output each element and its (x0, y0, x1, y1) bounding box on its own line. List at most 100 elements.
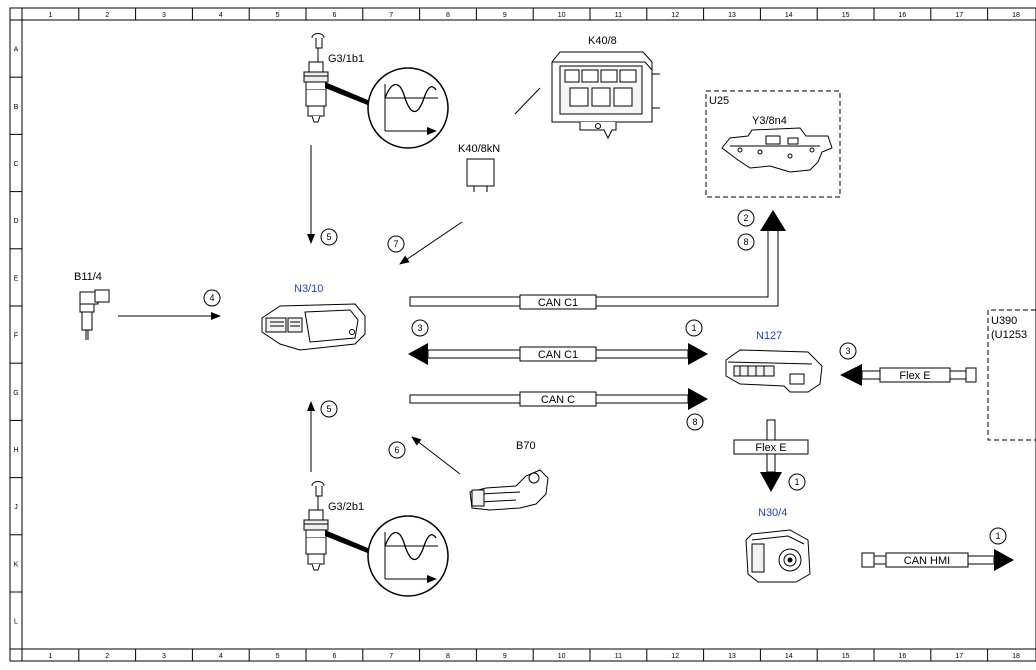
bus-can-c (409, 388, 708, 410)
b70-sensor (469, 469, 549, 511)
bus-label-can-c1-mid: CAN C1 (538, 349, 578, 361)
grid-row-J: J (14, 504, 18, 511)
grid-column-11: 11 (615, 653, 622, 660)
grid-column-7: 7 (389, 653, 393, 660)
n3-10-ecu (261, 303, 366, 351)
bus-flex-e-right (840, 364, 977, 386)
bus-flex-e-down (733, 419, 809, 492)
arrow-b70-to-n3-10 (411, 436, 461, 475)
svg-text:7: 7 (393, 239, 398, 249)
callout-8-mid: 8 (686, 413, 704, 431)
grid-column-18: 18 (1012, 12, 1020, 19)
waveform-icon-bottom (367, 515, 449, 597)
svg-text:8: 8 (743, 237, 748, 247)
svg-text:3: 3 (845, 346, 850, 356)
svg-text:5: 5 (326, 232, 331, 242)
bus-label-flex-e-down: Flex E (755, 442, 786, 454)
waveform-icon-top (367, 67, 449, 149)
label-k40-8: K40/8 (588, 35, 617, 47)
grid-column-11: 11 (615, 12, 622, 19)
grid-row-L: L (14, 619, 18, 626)
label-g3-1b1: G3/1b1 (328, 53, 364, 65)
svg-text:4: 4 (209, 293, 214, 303)
grid-column-16: 16 (899, 12, 907, 19)
grid-column-10: 10 (558, 12, 566, 19)
svg-text:3: 3 (417, 323, 422, 333)
svg-text:6: 6 (394, 445, 399, 455)
grid-column-17: 17 (955, 653, 963, 660)
u25-dashed-box (705, 90, 841, 198)
grid-column-6: 6 (332, 12, 336, 19)
grid-row-H: H (13, 447, 18, 454)
grid-column-15: 15 (842, 653, 850, 660)
grid-column-8: 8 (446, 12, 450, 19)
n30-4-camera (745, 529, 811, 583)
callout-3-left: 3 (411, 319, 429, 337)
grid-column-10: 10 (558, 653, 566, 660)
grid-column-12: 12 (671, 12, 679, 19)
label-k40-8kn: K40/8kN (458, 143, 500, 155)
grid-column-2: 2 (105, 653, 109, 660)
svg-text:1: 1 (691, 323, 696, 333)
frame-border (9, 7, 1036, 662)
g3-2b1-sensor (303, 481, 375, 571)
label-n127: N127 (756, 330, 782, 342)
n127-module (725, 349, 823, 393)
grid-column-4: 4 (219, 12, 223, 19)
grid-column-13: 13 (728, 653, 736, 660)
bus-can-hmi (861, 549, 1014, 571)
label-n30-4: N30/4 (758, 507, 787, 519)
grid-column-1: 1 (48, 653, 52, 660)
callout-3-right: 3 (839, 342, 857, 360)
callout-5-top: 5 (320, 228, 338, 246)
label-b70: B70 (516, 440, 536, 452)
grid-column-15: 15 (842, 12, 850, 19)
grid-column-14: 14 (785, 12, 793, 19)
callout-1-right: 1 (685, 319, 703, 337)
grid-row-D: D (13, 218, 18, 225)
grid-row-E: E (14, 275, 19, 282)
callout-2: 2 (737, 209, 755, 227)
label-n3-10: N3/10 (294, 283, 323, 295)
grid-row-K: K (14, 561, 19, 568)
callout-4: 4 (203, 289, 221, 307)
grid-column-1: 1 (48, 12, 52, 19)
label-u25: U25 (709, 95, 729, 107)
bus-label-can-c1-top: CAN C1 (538, 297, 578, 309)
grid-row-C: C (13, 161, 18, 168)
grid-column-12: 12 (671, 653, 679, 660)
grid-column-7: 7 (389, 12, 393, 19)
grid-column-4: 4 (219, 653, 223, 660)
grid-column-5: 5 (276, 653, 280, 660)
callout-5-bottom: 5 (320, 400, 338, 418)
svg-text:1: 1 (995, 531, 1000, 541)
grid-column-16: 16 (899, 653, 907, 660)
bus-label-flex-e-right: Flex E (899, 370, 930, 382)
grid-column-17: 17 (955, 12, 963, 19)
grid-column-18: 18 (1012, 653, 1020, 660)
grid-row-F: F (14, 333, 18, 340)
bus-can-c1-mid (408, 343, 708, 365)
svg-text:5: 5 (326, 404, 331, 414)
callout-6: 6 (388, 441, 406, 459)
svg-text:8: 8 (692, 417, 697, 427)
label-b11-4: B11/4 (74, 271, 102, 283)
label-u390: U390 (991, 315, 1017, 327)
grid-column-9: 9 (503, 653, 507, 660)
grid-column-9: 9 (503, 12, 507, 19)
grid-column-2: 2 (105, 12, 109, 19)
y3-8n4-valve-body (721, 127, 833, 173)
u390-dashed-box (987, 309, 1036, 441)
bus-label-can-hmi: CAN HMI (904, 555, 950, 567)
arrow-k40-to-n3-10 (399, 221, 463, 265)
svg-text:2: 2 (743, 213, 748, 223)
callout-8-top: 8 (737, 233, 755, 251)
grid-column-13: 13 (728, 12, 736, 19)
grid-row-G: G (13, 390, 18, 397)
grid-column-6: 6 (332, 653, 336, 660)
label-y3-8n4: Y3/8n4 (752, 115, 787, 127)
g3-1b1-sensor (303, 33, 375, 123)
grid-row-B: B (14, 104, 19, 111)
